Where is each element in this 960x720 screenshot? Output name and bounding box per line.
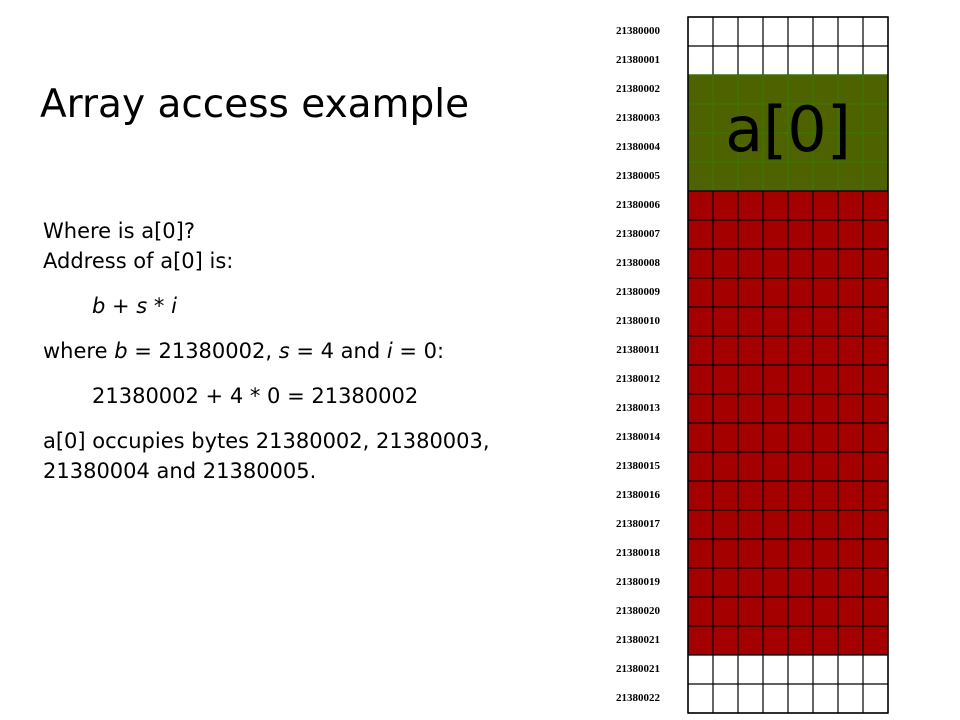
address-label: 21380018: [616, 547, 660, 559]
address-label: 21380020: [616, 605, 660, 617]
formula-i: i: [171, 294, 177, 318]
formula-times: *: [147, 294, 172, 318]
address-label: 21380006: [616, 199, 660, 211]
address-label: 21380007: [616, 228, 660, 240]
values-s-value: = 4 and: [289, 339, 387, 363]
question-line: Where is a[0]?: [43, 219, 195, 243]
memory-region-a0: [688, 75, 888, 191]
occupies-line-2: 21380004 and 21380005.: [43, 459, 317, 483]
address-label: 21380015: [616, 460, 660, 472]
values-b: b: [114, 339, 128, 363]
values-s: s: [278, 339, 290, 363]
formula-s: s: [136, 294, 148, 318]
address-label: 21380016: [616, 489, 660, 501]
memory-region-unused: [688, 17, 888, 75]
values-b-value: = 21380002,: [127, 339, 279, 363]
values-i-value: = 0:: [392, 339, 445, 363]
address-label: 21380022: [616, 692, 660, 704]
values-line: where b = 21380002, s = 4 and i = 0:: [43, 336, 603, 366]
address-label: 21380010: [616, 315, 660, 327]
address-label: 21380000: [616, 25, 660, 37]
memory-grid-border: [687, 16, 889, 714]
address-label: 21380021: [616, 634, 660, 646]
address-label: 21380004: [616, 141, 660, 153]
address-label: 21380014: [616, 431, 660, 443]
address-label: 21380008: [616, 257, 660, 269]
address-label: 21380019: [616, 576, 660, 588]
memory-region-array-rest: [688, 191, 888, 655]
address-label: 21380009: [616, 286, 660, 298]
address-label: 21380012: [616, 373, 660, 385]
address-label: 21380021: [616, 663, 660, 675]
formula-plus: +: [105, 294, 137, 318]
slide-body: Where is a[0]? Address of a[0] is: b + s…: [43, 216, 603, 486]
occupies-line-1: a[0] occupies bytes 21380002, 21380003,: [43, 429, 490, 453]
values-i: i: [386, 339, 393, 363]
address-label: 21380003: [616, 112, 660, 124]
slide-title: Array access example: [40, 82, 470, 127]
memory-region-unused: [688, 655, 888, 713]
formula-line: b + s * i: [43, 291, 603, 321]
address-label: 21380002: [616, 83, 660, 95]
formula-b: b: [92, 294, 106, 318]
calculation-line: 21380002 + 4 * 0 = 21380002: [92, 384, 419, 408]
address-label: 21380005: [616, 170, 660, 182]
address-label: 21380001: [616, 54, 660, 66]
address-label: 21380011: [616, 344, 660, 356]
array-element-label: a[0]: [725, 93, 851, 166]
values-where: where: [43, 339, 115, 363]
address-intro-line: Address of a[0] is:: [43, 249, 234, 273]
address-label: 21380017: [616, 518, 660, 530]
address-label: 21380013: [616, 402, 660, 414]
